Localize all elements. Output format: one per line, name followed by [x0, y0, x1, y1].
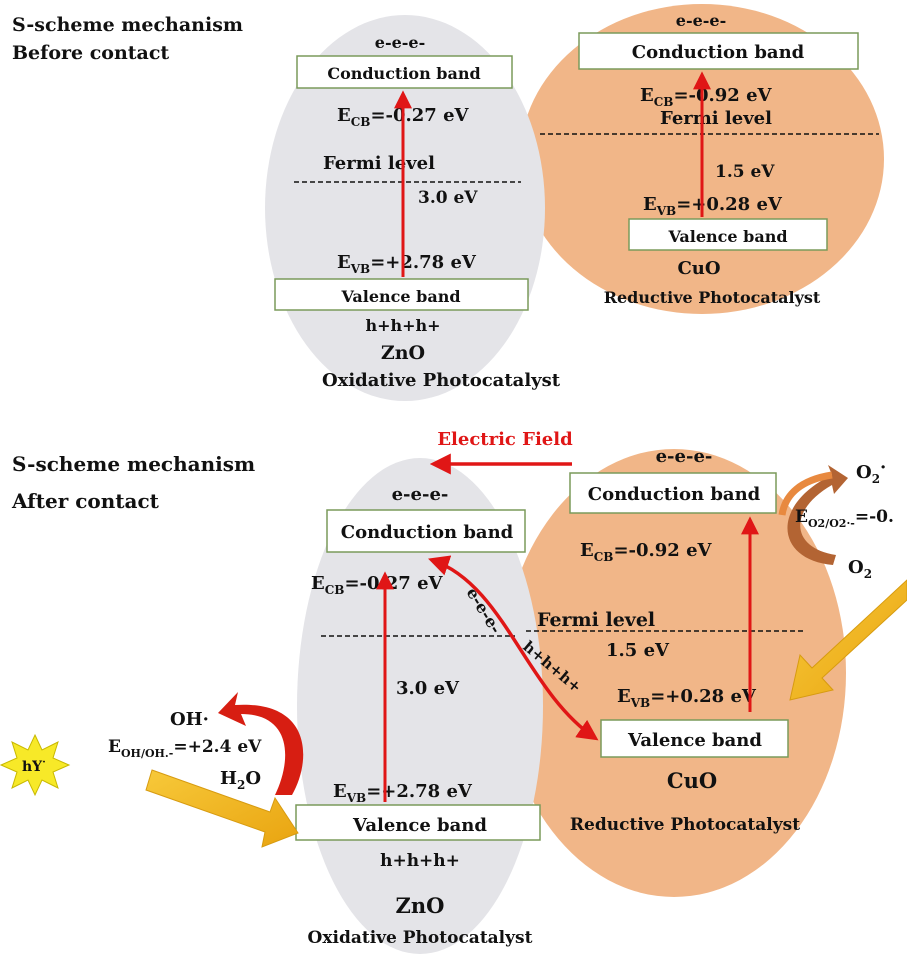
cuo-after-role: Reductive Photocatalyst — [570, 815, 800, 835]
cuo-before-cb-label: Conduction band — [632, 42, 805, 63]
cuo-before-vb-label: Valence band — [667, 227, 787, 246]
zno-after-electrons: e-e-e- — [392, 484, 449, 505]
cuo-after-name: CuO — [667, 768, 717, 793]
oxygen-reduction-arrow-top — [778, 471, 833, 516]
zno-before-ecb: ECB=-0.27 eV — [337, 105, 470, 129]
cuo-after-vb-label: Valence band — [627, 730, 762, 751]
zno-after-name: ZnO — [396, 893, 445, 918]
cuo-after-valence-band — [600, 719, 789, 758]
before-title-line1: S-scheme mechanism — [12, 14, 243, 36]
cuo-after-cb-label: Conduction band — [588, 484, 761, 505]
sun-icon — [0, 733, 71, 797]
after-title-line1: S-scheme mechanism — [12, 452, 255, 476]
zno-before-evb: EVB=+2.78 eV — [337, 252, 477, 276]
zno-before-role: Oxidative Photocatalyst — [322, 370, 561, 391]
oxygen-reduction-arrow — [787, 465, 848, 565]
superoxide-radical: O2· — [856, 457, 886, 486]
zno-before-gap: 3.0 eV — [418, 188, 478, 208]
zno-before-valence-band — [274, 278, 529, 311]
zno-before-name: ZnO — [381, 342, 425, 364]
light-arrow-zno — [145, 769, 299, 848]
cuo-after-gap: 1.5 eV — [606, 640, 670, 661]
water-oxidation-arrow — [218, 692, 304, 795]
zno-before-fermi-label: Fermi level — [323, 153, 435, 174]
zno-before-cb-label: Conduction band — [327, 64, 480, 83]
s-scheme-transfer-arrow — [428, 555, 599, 741]
cuo-before-name: CuO — [677, 258, 720, 279]
cuo-before-gap: 1.5 eV — [715, 162, 775, 182]
zno-after-conduction-band — [326, 509, 526, 553]
zno-before-electrons: e-e-e- — [375, 33, 425, 52]
zno-after-evb: EVB=+2.78 eV — [333, 781, 473, 805]
zno-after-gap: 3.0 eV — [396, 678, 460, 699]
eoh-potential: EOH/OH.-=+2.4 eV — [108, 737, 262, 760]
zno-after-holes: h+h+h+ — [380, 851, 460, 871]
water-label: H2O — [220, 768, 261, 792]
after-title-line2: After contact — [11, 489, 160, 513]
cuo-before-role: Reductive Photocatalyst — [604, 288, 821, 307]
oxygen-label: O2 — [848, 557, 872, 581]
oh-radical: OH· — [170, 709, 209, 730]
zno-before-holes: h+h+h+ — [365, 316, 440, 335]
zno-after-vb-label: Valence band — [352, 815, 487, 836]
cuo-after-fermi-label: Fermi level — [537, 609, 655, 631]
cuo-before-fermi-label: Fermi level — [660, 108, 772, 129]
cuo-before-conduction-band — [578, 32, 859, 70]
zno-before-conduction-band — [296, 55, 513, 89]
zno-after-valence-band — [295, 804, 541, 841]
light-label: hY· — [22, 757, 46, 775]
zno-after-role: Oxidative Photocatalyst — [308, 928, 533, 948]
cuo-after-electrons: e-e-e- — [656, 446, 713, 467]
zno-before-vb-label: Valence band — [340, 287, 460, 306]
cuo-before-valence-band — [628, 218, 828, 251]
cuo-after-conduction-band — [569, 472, 777, 514]
eo2-potential: EO2/O2·-=-0. — [795, 507, 894, 530]
cuo-after-evb: EVB=+0.28 eV — [617, 686, 757, 710]
cuo-before-electrons: e-e-e- — [676, 11, 726, 30]
zno-after-cb-label: Conduction band — [341, 522, 514, 543]
before-title-line2: Before contact — [12, 42, 169, 64]
electric-field-label: Electric Field — [437, 429, 573, 450]
cuo-before-ecb: ECB=-0.92 eV — [640, 85, 773, 109]
light-arrow-cuo — [789, 579, 907, 701]
